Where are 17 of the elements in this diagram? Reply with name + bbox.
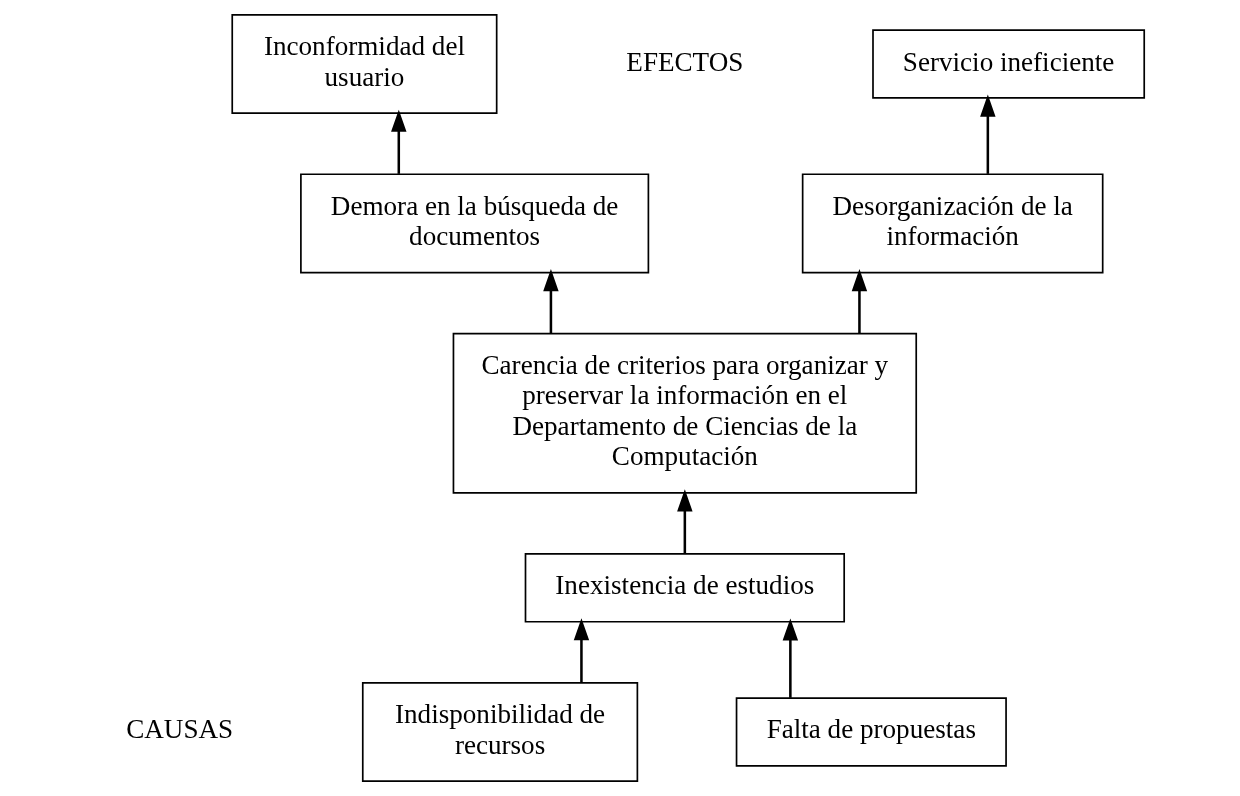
arrow xyxy=(573,618,590,683)
arrow xyxy=(851,269,868,334)
node-box: Indisponibilidad de recursos xyxy=(361,681,639,782)
node-box: Desorganización de la información xyxy=(801,173,1104,274)
node-box: Servicio ineficiente xyxy=(872,29,1146,99)
arrow xyxy=(391,109,407,174)
arrow xyxy=(677,489,693,554)
node-box: Inconformidad del usuario xyxy=(231,14,498,115)
label: CAUSAS xyxy=(126,714,234,745)
node-box: Demora en la búsqueda de documentos xyxy=(300,173,650,274)
arrow xyxy=(543,269,559,334)
arrow xyxy=(980,94,996,174)
node-box: Carencia de criterios para organizar y preservar la información en el Departamento de Ciencias de la Computación xyxy=(452,332,918,494)
arrow xyxy=(782,618,799,698)
label: EFECTOS xyxy=(626,46,744,77)
node-box: Inexistencia de estudios xyxy=(524,553,846,623)
node-box: Falta de propuestas xyxy=(735,697,1007,767)
